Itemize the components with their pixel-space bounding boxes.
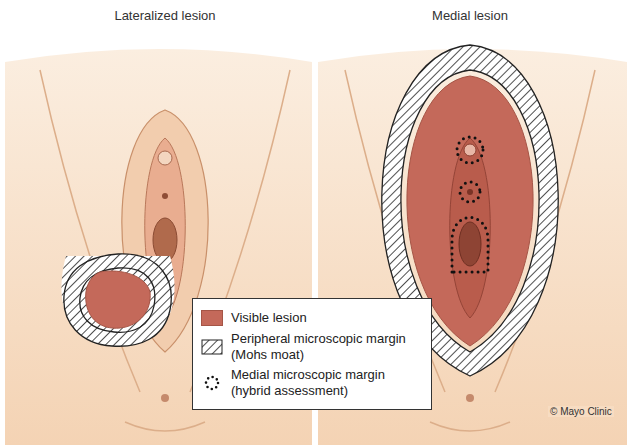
legend-row: Peripheral microscopic margin (Mohs moat…: [201, 331, 423, 362]
dotted-sample: [206, 377, 218, 389]
copyright: © Mayo Clinic: [548, 406, 614, 417]
mohs-moat: [64, 254, 171, 346]
clitoris: [464, 144, 476, 156]
medial-margin-vagina: [452, 218, 488, 273]
legend-text: Visible lesion: [231, 310, 421, 326]
vaginal-opening: [459, 222, 481, 266]
legend-text: Peripheral microscopic margin (Mohs moat…: [231, 331, 421, 362]
legend-box: Visible lesionPeripheral microscopic mar…: [192, 298, 432, 410]
medial-margin: [452, 137, 488, 272]
panel-title: Medial lesion: [432, 8, 508, 23]
legend-row: Visible lesion: [201, 310, 423, 326]
visible-lesion: [86, 271, 151, 328]
labia-minora: [450, 138, 491, 318]
gluteal-crease: [125, 422, 205, 431]
urethra: [162, 193, 168, 199]
medial-margin-urethra: [460, 182, 480, 202]
dotted-swatch: [201, 375, 223, 391]
hatch-sample: [202, 340, 222, 354]
hatch-swatch: [201, 339, 223, 355]
panel-title: Lateralized lesion: [114, 8, 215, 23]
clitoris: [158, 151, 172, 165]
urethra: [467, 189, 473, 195]
medial-margin-clitoris: [457, 137, 483, 163]
vaginal-opening: [153, 218, 177, 262]
anus: [466, 394, 474, 402]
legend-text: Medial microscopic margin (hybrid assess…: [231, 367, 421, 398]
legend-row: Medial microscopic margin (hybrid assess…: [201, 367, 423, 398]
anus: [161, 394, 169, 402]
legend-swatch: [201, 310, 223, 326]
gluteal-crease: [430, 422, 510, 431]
